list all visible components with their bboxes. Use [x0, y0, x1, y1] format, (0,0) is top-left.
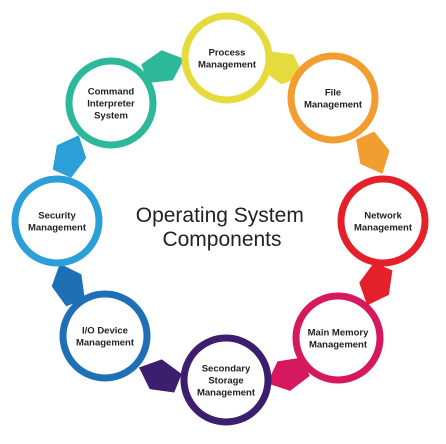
- connectors-layer: [51, 50, 393, 393]
- node-label-line: Management: [354, 223, 413, 234]
- node-label-line: Management: [309, 340, 368, 351]
- node-label-line: Interpreter: [87, 99, 135, 110]
- node-label-line: Secondary: [202, 364, 251, 375]
- node-ring: [337, 175, 429, 267]
- node-label-line: System: [94, 111, 128, 122]
- node-ring: [65, 57, 157, 149]
- node-label-line: I/O Device: [82, 326, 128, 337]
- connector-arrow-7: [52, 135, 87, 178]
- node-label-line: Command: [88, 87, 135, 98]
- node-ring: [181, 12, 273, 104]
- center-title-line-1: Operating System: [136, 204, 304, 227]
- connector-arrow-6: [51, 263, 85, 307]
- node-label-line: Security: [38, 211, 76, 222]
- node-label-line: Management: [28, 223, 87, 234]
- node-label-line: Management: [198, 60, 257, 71]
- connector-arrow-8: [141, 50, 185, 84]
- connector-arrow-5: [139, 359, 182, 393]
- connector-arrow-2: [356, 131, 390, 174]
- connector-arrow-3: [359, 262, 393, 306]
- center-title-line-2: Components: [162, 228, 281, 251]
- node-label-line: Network: [364, 211, 402, 222]
- node-ring: [180, 334, 272, 426]
- node-ring: [287, 52, 379, 144]
- node-label-line: File: [325, 88, 341, 99]
- connector-arrow-4: [267, 357, 310, 391]
- node-ring: [292, 292, 384, 384]
- node-label-line: Management: [197, 388, 256, 399]
- center-title: Operating System Components: [136, 204, 309, 251]
- node-label-line: Storage: [208, 376, 243, 387]
- node-label-line: Management: [76, 338, 135, 349]
- node-ring: [11, 175, 103, 267]
- node-label-line: Management: [304, 100, 363, 111]
- node-label-line: Process: [209, 48, 246, 59]
- node-label-line: Main Memory: [308, 328, 369, 339]
- node-ring: [59, 290, 151, 382]
